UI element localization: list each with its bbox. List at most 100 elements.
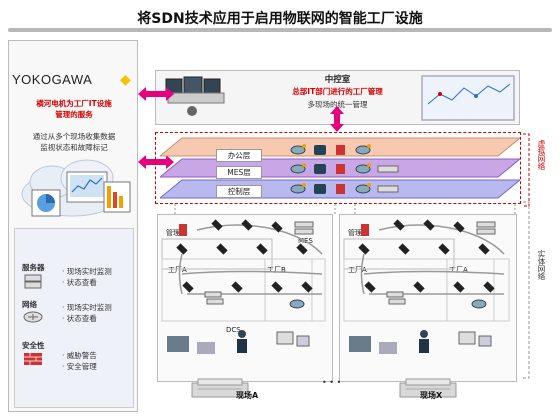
firewall-icon — [361, 224, 369, 236]
virtual-network-boundary — [155, 132, 521, 204]
server-icon — [204, 291, 224, 305]
feature-item: · 现场实时监测 — [62, 267, 112, 276]
switch-icon — [231, 281, 243, 293]
switch-icon — [364, 281, 376, 293]
yokogawa-logo: YOKOGAWA — [12, 72, 93, 87]
router-icon — [355, 144, 371, 155]
site-x-factory1: 工厂A — [348, 266, 367, 274]
site-a-box — [157, 214, 333, 382]
site-a-factory2: 工厂B — [267, 266, 286, 274]
switch-icon — [211, 219, 223, 231]
firewall-icon — [336, 164, 345, 174]
switch-icon — [176, 243, 188, 255]
router-icon — [290, 144, 306, 155]
service-desc-line2: 监视状态和故障标记 — [40, 143, 108, 152]
switch-icon — [271, 221, 283, 233]
router-icon — [355, 183, 371, 194]
switch-icon — [453, 281, 465, 293]
building-icon — [191, 378, 249, 398]
vertical-double-arrow-icon — [330, 106, 344, 132]
monitoring-screen-illustration — [421, 75, 515, 121]
switch-icon — [271, 281, 283, 293]
operator-desk-illustration — [165, 76, 225, 116]
switch-icon — [216, 243, 228, 255]
switch-icon — [423, 219, 435, 231]
switch-icon — [438, 243, 450, 255]
physical-bracket — [523, 201, 530, 379]
switch-icon — [483, 281, 495, 293]
site-x-factory2: 工厂A — [449, 266, 468, 274]
operator-icon — [237, 330, 247, 353]
service-title-line2: 管理的服务 — [55, 110, 93, 119]
double-arrow-icon — [138, 87, 174, 101]
service-desc-line1: 通过从多个现场收集数据 — [32, 132, 116, 141]
router-icon — [23, 311, 43, 323]
feature-item: · 状态查看 — [62, 314, 97, 323]
switch-icon — [241, 219, 253, 231]
site-a-mgmt-room: 管理室 — [166, 229, 187, 237]
router-icon — [290, 163, 306, 174]
site-a-name: 现场A — [236, 391, 259, 400]
yokogawa-logo-mark: ◆ — [120, 72, 131, 88]
router-icon — [355, 163, 371, 174]
feature-label-network: 网络 — [22, 300, 37, 309]
office-layer-label: 办公层 — [216, 149, 262, 162]
layer-device-icons — [290, 144, 399, 194]
virtual-network-label: 虚拟网络 — [537, 140, 546, 170]
service-title-line1: 横河电机为工厂IT设施 — [36, 99, 112, 108]
switch-icon — [301, 281, 313, 293]
server-icon — [377, 165, 399, 173]
site-x-name: 现场X — [420, 391, 443, 400]
switch-icon — [296, 243, 308, 255]
control-layer-label: 控制层 — [216, 185, 262, 198]
physical-network-label: 实体网络 — [537, 250, 546, 280]
switch-icon — [398, 243, 410, 255]
switch-icon — [182, 281, 194, 293]
factory-equipment-icon — [349, 336, 397, 354]
feature-item: · 状态查看 — [62, 278, 97, 287]
controller-icon — [276, 331, 310, 347]
feature-item: · 安全管理 — [62, 362, 97, 371]
factory-equipment-icon — [167, 336, 215, 354]
site-a-dcs-label: DCS — [226, 326, 241, 334]
switch-icon — [453, 221, 465, 233]
firewall-icon — [336, 145, 345, 155]
site-a-network — [161, 219, 326, 354]
feature-item: · 威胁警告 — [62, 351, 97, 360]
control-room-sub-line: 多现场的统一管理 — [307, 100, 368, 109]
switch-icon — [413, 281, 425, 293]
control-room-hq-line: 总部IT部门进行的工厂管理 — [292, 87, 383, 96]
server-icon — [24, 274, 42, 289]
firewall-icon — [24, 353, 42, 365]
router-icon — [289, 299, 305, 309]
more-sites-ellipsis: • • • — [322, 378, 342, 387]
firewall-icon — [179, 224, 187, 236]
switch-icon — [478, 243, 490, 255]
title-underline — [8, 28, 552, 32]
switch-icon — [314, 184, 326, 194]
router-icon — [471, 299, 487, 309]
building-icon — [399, 378, 457, 398]
switch-icon — [256, 243, 268, 255]
server-icon — [294, 221, 314, 235]
site-x-mgmt-room: 管理室 — [348, 229, 369, 237]
cloud-dashboard-illustration — [21, 159, 131, 217]
operator-icon — [419, 330, 429, 353]
feature-label-server: 服务器 — [22, 263, 45, 272]
double-arrow-icon — [138, 155, 174, 169]
switch-icon — [314, 145, 326, 155]
switch-icon — [358, 243, 370, 255]
server-icon — [377, 185, 399, 193]
feature-item: · 现场实时监测 — [62, 303, 112, 312]
controller-icon — [458, 331, 492, 347]
virtual-bracket — [523, 133, 530, 207]
server-icon — [386, 291, 406, 305]
mes-layer-label: MES层 — [216, 166, 262, 179]
firewall-icon — [336, 184, 345, 194]
control-room-title: 中控室 — [324, 75, 351, 85]
page-title: 将SDN技术应用于启用物联网的智能工厂设施 — [137, 11, 423, 27]
router-icon — [290, 183, 306, 194]
site-a-factory1: 工厂A — [168, 266, 187, 274]
site-x-network — [343, 219, 510, 354]
server-icon — [476, 221, 496, 235]
